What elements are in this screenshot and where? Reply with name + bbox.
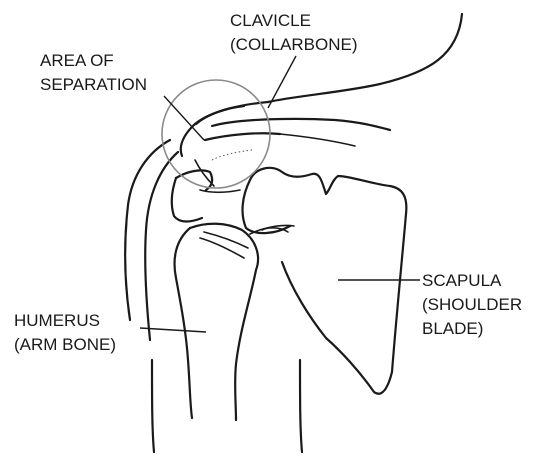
humerus-bone [152,224,302,452]
scapula-bone [243,168,407,394]
clavicle-label-line1: CLAVICLE [230,11,311,30]
humerus-label-line2: (ARM BONE) [14,335,116,354]
scapula-label-line2: (SHOULDER [422,295,522,314]
clavicle-label-line2: (COLLARBONE) [230,35,358,54]
scapula-label-line3: BLADE) [422,319,483,338]
humerus-label-line1: HUMERUS [14,311,100,330]
separation-label-line2: SEPARATION [40,75,147,94]
separation-label-line1: AREA OF [40,51,114,70]
separation-leader-line [164,96,204,140]
scapula-label-line1: SCAPULA [422,271,502,290]
